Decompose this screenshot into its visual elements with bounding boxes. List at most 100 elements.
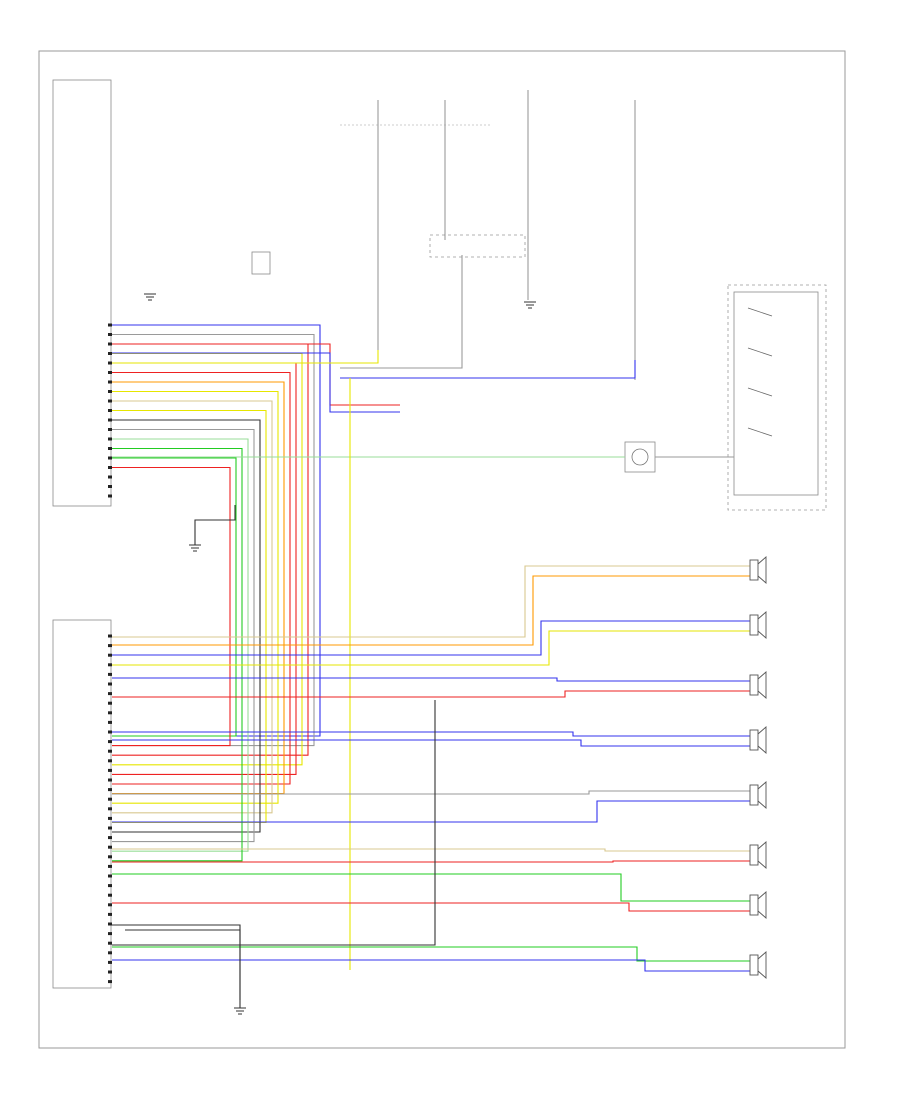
connector-pin [108, 845, 112, 849]
speaker [749, 841, 767, 869]
ground-symbol [524, 301, 536, 309]
speaker [749, 781, 767, 809]
connector-pin [108, 951, 112, 955]
connector-pin [108, 456, 112, 460]
speaker-cone [757, 841, 767, 869]
wire-amp-to-speaker [112, 946, 750, 962]
switch-contacts [747, 307, 773, 437]
wire-amp-to-speaker [112, 959, 750, 972]
connector-pin [108, 903, 112, 907]
connector-pin [108, 980, 112, 984]
ground-symbol [144, 293, 156, 301]
connector-pin [108, 361, 112, 365]
wire-amp-to-speaker [112, 873, 750, 902]
connector-box [429, 234, 526, 258]
wire-amp-ground-2 [112, 700, 436, 946]
connector-pin [108, 475, 112, 479]
connector-pin [108, 390, 112, 393]
connector-pin [108, 352, 112, 355]
connector-pin [108, 409, 112, 412]
connector-pin [108, 874, 112, 878]
connector-pin [108, 634, 112, 638]
connector-pin [108, 932, 112, 936]
wire-audio-to-amp [112, 362, 297, 775]
connector-pin [108, 701, 112, 705]
speaker [749, 951, 767, 979]
wire-audio-to-amp [112, 428, 255, 843]
wire-gray-link [340, 255, 463, 369]
connector-pin [108, 864, 112, 868]
speaker-body [749, 674, 759, 696]
connector-pin [108, 323, 112, 327]
ground-symbol [234, 1007, 246, 1015]
wire-amp-to-speaker [112, 902, 750, 912]
connector-pin [108, 855, 112, 859]
wire-amp-ground [112, 924, 241, 1000]
connector-pin [108, 759, 112, 763]
connector-pin [108, 893, 112, 897]
connector-pin [108, 672, 112, 676]
speaker-body [749, 844, 759, 866]
connector-pin [108, 333, 112, 336]
connector-pin [108, 447, 112, 450]
speaker-body [749, 784, 759, 806]
connector-pin [108, 768, 112, 772]
connector-pin [108, 970, 112, 974]
wire-audio-to-amp [112, 419, 261, 833]
wire-audio-to-amp [112, 371, 291, 785]
wire-audio-to-amp [112, 352, 303, 766]
connector-pin [108, 960, 112, 964]
diagram-frame [38, 50, 846, 1049]
speaker [749, 891, 767, 919]
wire-amp-to-speaker [112, 731, 750, 737]
connector-pin [108, 711, 112, 715]
connector-pin [108, 740, 112, 744]
connector-pin [108, 692, 112, 696]
speaker-body [749, 559, 759, 581]
connector-pin [108, 682, 112, 686]
connector-pin [108, 371, 112, 374]
connector-pin [108, 494, 112, 498]
wire-amp-to-speaker [112, 690, 750, 698]
connector-pin [108, 826, 112, 830]
connector-pin [108, 399, 112, 403]
wire-blu-relay [112, 352, 400, 413]
connector-pin [108, 807, 112, 811]
speaker-cone [757, 556, 767, 584]
connector-pin [108, 788, 112, 792]
speaker-cone [757, 726, 767, 754]
cable-reel [624, 441, 656, 473]
connector-pin [108, 380, 112, 384]
connector-pin [108, 730, 112, 734]
wire-audio-to-amp [112, 457, 237, 737]
speaker-cone [757, 611, 767, 639]
wire-amp-to-speaker [112, 860, 750, 863]
wire-amp-to-speaker [112, 565, 750, 638]
speaker [749, 671, 767, 699]
speaker-cone [757, 891, 767, 919]
connector-pin [108, 466, 112, 469]
wire-amp-to-speaker [112, 630, 750, 666]
connector-pin [108, 884, 112, 888]
power-feeds [340, 90, 636, 380]
speaker-body [749, 729, 759, 751]
connector-pin [108, 720, 112, 724]
connector-pin [108, 418, 112, 422]
connector-pin [108, 922, 112, 926]
wire-audio-to-amp [112, 390, 279, 804]
wire-audio-to-amp [112, 400, 273, 814]
wire-audio-to-amp [112, 409, 267, 823]
steering-column-outline [727, 284, 827, 511]
speaker-body [749, 954, 759, 976]
connector-pin [108, 797, 112, 801]
speaker-cone [757, 781, 767, 809]
connector-pins [108, 323, 112, 984]
connector-pin [108, 653, 112, 657]
steering-switch-box [733, 291, 819, 496]
connector-pin [108, 342, 112, 346]
speaker [749, 556, 767, 584]
wire-amp-to-speaker [112, 790, 750, 795]
wire-amp-to-speaker [112, 575, 750, 646]
connector-pin [108, 816, 112, 820]
